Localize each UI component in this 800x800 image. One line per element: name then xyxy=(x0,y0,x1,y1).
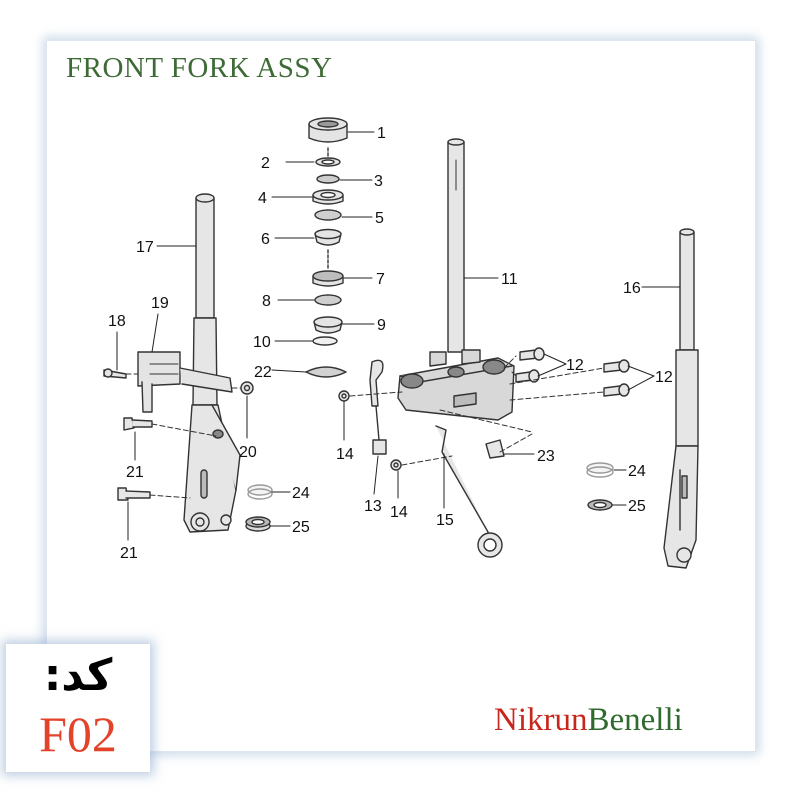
lower-triple-clamp xyxy=(397,349,515,421)
lever-part xyxy=(435,425,505,558)
callout-20: 20 xyxy=(239,444,257,461)
callout-labels: 1 2 3 4 5 6 7 8 9 10 11 12 12 13 14 14 1… xyxy=(108,125,673,562)
right-seals xyxy=(586,462,614,511)
callout-17: 17 xyxy=(136,239,154,256)
left-axle-bolts xyxy=(117,417,153,501)
steering-stem xyxy=(447,138,465,353)
part-code-box: کد: F02 xyxy=(6,644,150,772)
brand-name: NikrunBenelli xyxy=(494,702,683,739)
callout-12-right: 12 xyxy=(655,369,673,386)
leader-lines xyxy=(116,131,681,541)
callout-19: 19 xyxy=(151,295,169,312)
left-seals xyxy=(245,484,273,532)
callout-25-right: 25 xyxy=(628,498,646,515)
callout-15: 15 xyxy=(436,512,454,529)
callout-3: 3 xyxy=(374,173,383,190)
brand-part-nikrun: Nikrun xyxy=(494,702,588,738)
diagram-title: FRONT FORK ASSY xyxy=(66,52,333,84)
callout-1: 1 xyxy=(377,125,386,142)
callout-5: 5 xyxy=(375,210,384,227)
callout-14-upper: 14 xyxy=(336,446,354,463)
callout-21-upper: 21 xyxy=(126,464,144,481)
cable-guide xyxy=(338,359,402,471)
callout-4: 4 xyxy=(258,190,267,207)
callout-2: 2 xyxy=(261,155,270,172)
callout-25-left: 25 xyxy=(292,519,310,536)
callout-9: 9 xyxy=(377,317,386,334)
code-value: F02 xyxy=(39,706,117,762)
callout-11: 11 xyxy=(501,271,518,288)
callout-16: 16 xyxy=(623,280,641,297)
callout-6: 6 xyxy=(261,231,270,248)
right-fork-leg xyxy=(663,228,699,569)
clamp-bolts-right xyxy=(603,359,630,397)
callout-13: 13 xyxy=(364,498,382,515)
steering-stack xyxy=(305,117,348,378)
callout-10: 10 xyxy=(253,334,271,351)
callout-24-right: 24 xyxy=(628,463,646,480)
callout-21-lower: 21 xyxy=(120,545,138,562)
callout-14-lower: 14 xyxy=(390,504,408,521)
brand-part-benelli: Benelli xyxy=(587,702,683,738)
callout-7: 7 xyxy=(376,271,385,288)
code-label: کد: xyxy=(43,650,113,701)
callout-18: 18 xyxy=(108,313,126,330)
callout-8: 8 xyxy=(262,293,271,310)
callout-12-left: 12 xyxy=(566,357,584,374)
callout-22: 22 xyxy=(254,364,272,381)
left-bracket xyxy=(103,351,254,413)
callout-23: 23 xyxy=(537,448,555,465)
left-fork-leg xyxy=(183,193,241,533)
clamp-bolts-left xyxy=(515,347,545,383)
callout-24-left: 24 xyxy=(292,485,310,502)
